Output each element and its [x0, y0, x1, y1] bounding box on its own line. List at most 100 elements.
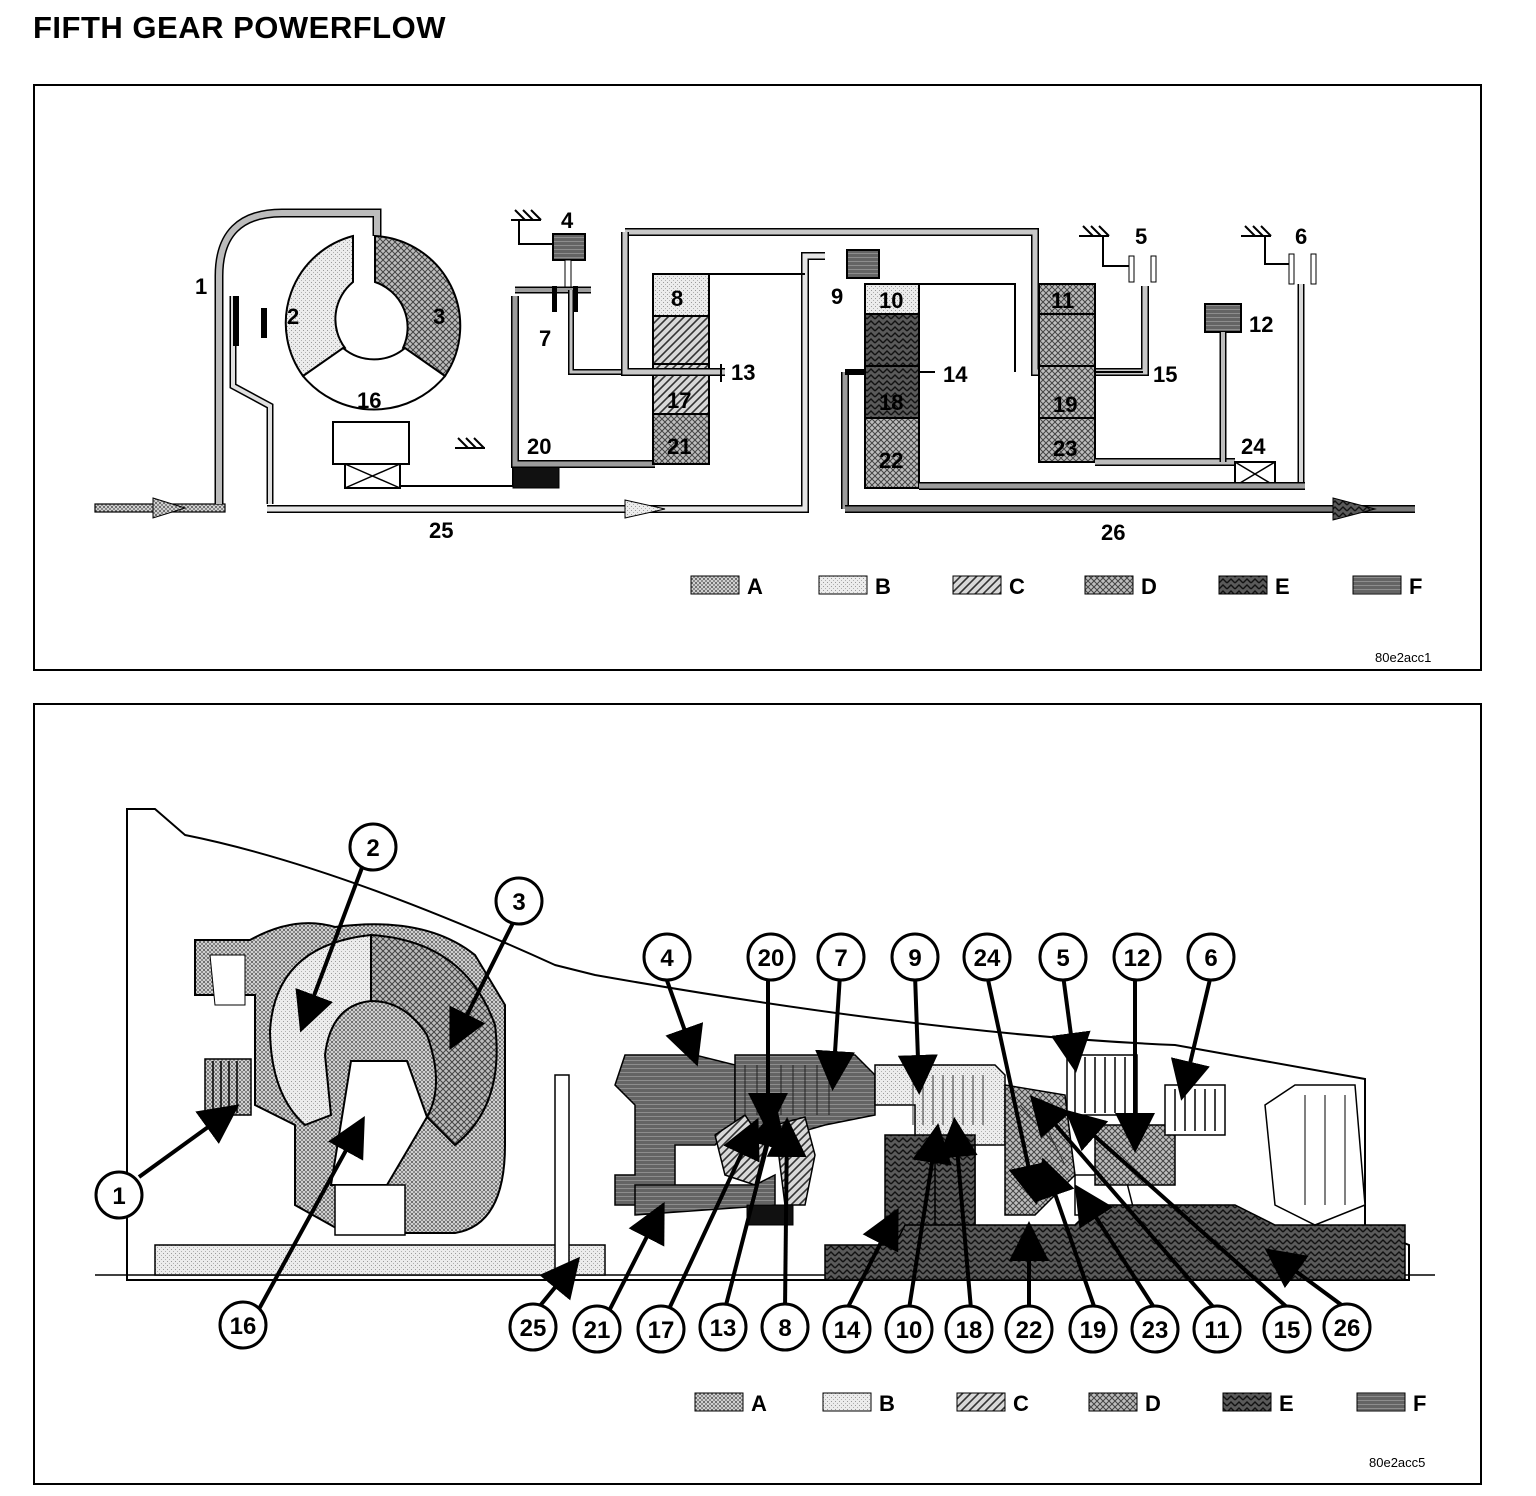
legend-swatch-e — [1218, 575, 1268, 595]
legend-label-d: D — [1141, 574, 1157, 599]
planetary-set-1 — [621, 228, 1149, 465]
label-4: 4 — [561, 208, 574, 233]
legend-label-a: A — [747, 574, 763, 599]
callout-bubbles: 2 3 4 20 7 9 24 5 12 6 1 16 25 21 17 13 … — [94, 822, 1372, 1354]
legend-label-e: E — [1275, 574, 1290, 599]
legend-swatch-c — [952, 575, 1002, 595]
callout-16: 16 — [218, 1300, 268, 1350]
callout-19: 19 — [1068, 1304, 1118, 1354]
label-14: 14 — [943, 362, 968, 387]
callout-14: 14 — [822, 1304, 872, 1354]
label-15: 15 — [1153, 362, 1177, 387]
label-24: 24 — [1241, 434, 1266, 459]
svg-text:11: 11 — [1204, 1317, 1229, 1344]
rear-extension — [1264, 1084, 1366, 1226]
callout-10: 10 — [884, 1304, 934, 1354]
svg-text:17: 17 — [648, 1317, 675, 1344]
label-22: 22 — [879, 448, 903, 473]
cutaway-legend: A B C D E F — [694, 1391, 1426, 1416]
planetary-set-2 — [841, 249, 1016, 509]
clutch-5 — [1079, 225, 1157, 283]
legend-label-f: F — [1413, 1391, 1426, 1416]
callout-23: 23 — [1130, 1304, 1180, 1354]
callout-1: 1 — [94, 1170, 144, 1220]
output-shaft-line — [845, 482, 1415, 521]
label-23: 23 — [1053, 436, 1077, 461]
label-10: 10 — [879, 288, 903, 313]
svg-text:21: 21 — [584, 1317, 611, 1344]
legend-label-c: C — [1013, 1391, 1029, 1416]
callout-leaders — [137, 864, 1349, 1312]
label-2: 2 — [287, 304, 299, 329]
svg-text:1: 1 — [112, 1183, 125, 1210]
svg-text:3: 3 — [512, 889, 525, 916]
label-16: 16 — [357, 388, 381, 413]
label-5: 5 — [1135, 224, 1147, 249]
svg-text:24: 24 — [974, 945, 1001, 972]
callout-7: 7 — [816, 932, 866, 982]
svg-text:5: 5 — [1056, 945, 1069, 972]
legend-label-b: B — [875, 574, 891, 599]
legend-label-b: B — [879, 1391, 895, 1416]
label-17: 17 — [667, 388, 691, 413]
legend-label-f: F — [1409, 574, 1422, 599]
legend-swatch-a — [694, 1392, 744, 1412]
callout-9: 9 — [890, 932, 940, 982]
label-1: 1 — [195, 274, 207, 299]
label-21: 21 — [667, 434, 691, 459]
callout-11: 11 — [1192, 1304, 1242, 1354]
clutch-4 — [511, 209, 655, 468]
legend-swatch-f — [1356, 1392, 1406, 1412]
legend-swatch-f — [1352, 575, 1402, 595]
svg-text:19: 19 — [1080, 1317, 1107, 1344]
legend-label-c: C — [1009, 574, 1025, 599]
svg-text:16: 16 — [230, 1313, 257, 1340]
callout-26: 26 — [1322, 1302, 1372, 1352]
svg-text:9: 9 — [908, 945, 921, 972]
svg-text:26: 26 — [1334, 1315, 1361, 1342]
label-20: 20 — [527, 434, 551, 459]
legend-swatch-d — [1084, 575, 1134, 595]
svg-text:14: 14 — [834, 1317, 861, 1344]
svg-text:2: 2 — [366, 835, 379, 862]
converter-clutch-pack — [204, 1058, 252, 1116]
callout-21: 21 — [572, 1304, 622, 1354]
callout-4: 4 — [642, 932, 692, 982]
legend-swatch-a — [690, 575, 740, 595]
page-title: FIFTH GEAR POWERFLOW — [33, 10, 446, 45]
legend-label-d: D — [1145, 1391, 1161, 1416]
label-26: 26 — [1101, 520, 1125, 545]
turbine-output-line — [267, 252, 825, 519]
callout-25: 25 — [508, 1302, 558, 1352]
svg-text:4: 4 — [660, 945, 674, 972]
legend-swatch-e — [1222, 1392, 1272, 1412]
legend-label-a: A — [751, 1391, 767, 1416]
label-18: 18 — [879, 390, 903, 415]
callout-24: 24 — [962, 932, 1012, 982]
planetary-set-3 — [1038, 283, 1235, 466]
label-8: 8 — [671, 286, 683, 311]
svg-text:8: 8 — [778, 1315, 791, 1342]
cutaway-panel: 2 3 4 20 7 9 24 5 12 6 1 16 25 21 17 13 … — [33, 703, 1482, 1485]
svg-text:6: 6 — [1204, 945, 1217, 972]
callout-8: 8 — [760, 1302, 810, 1352]
callout-6: 6 — [1186, 932, 1236, 982]
callout-18: 18 — [944, 1304, 994, 1354]
callout-22: 22 — [1004, 1304, 1054, 1354]
svg-text:10: 10 — [896, 1317, 923, 1344]
label-13: 13 — [731, 360, 755, 385]
label-7: 7 — [539, 326, 551, 351]
label-12: 12 — [1249, 312, 1273, 337]
label-25: 25 — [429, 518, 453, 543]
legend-swatch-c — [956, 1392, 1006, 1412]
label-19: 19 — [1053, 392, 1077, 417]
label-9: 9 — [831, 284, 843, 309]
schematic-panel: 1 2 3 4 5 6 7 8 9 10 11 12 13 14 15 16 1… — [33, 84, 1482, 671]
legend-label-e: E — [1279, 1391, 1294, 1416]
callout-12: 12 — [1112, 932, 1162, 982]
schematic-labels: 1 2 3 4 5 6 7 8 9 10 11 12 13 14 15 16 1… — [195, 208, 1307, 545]
svg-text:18: 18 — [956, 1317, 983, 1344]
svg-text:22: 22 — [1016, 1317, 1043, 1344]
clutch-6-12 — [1204, 225, 1317, 487]
torque-converter — [284, 234, 462, 489]
